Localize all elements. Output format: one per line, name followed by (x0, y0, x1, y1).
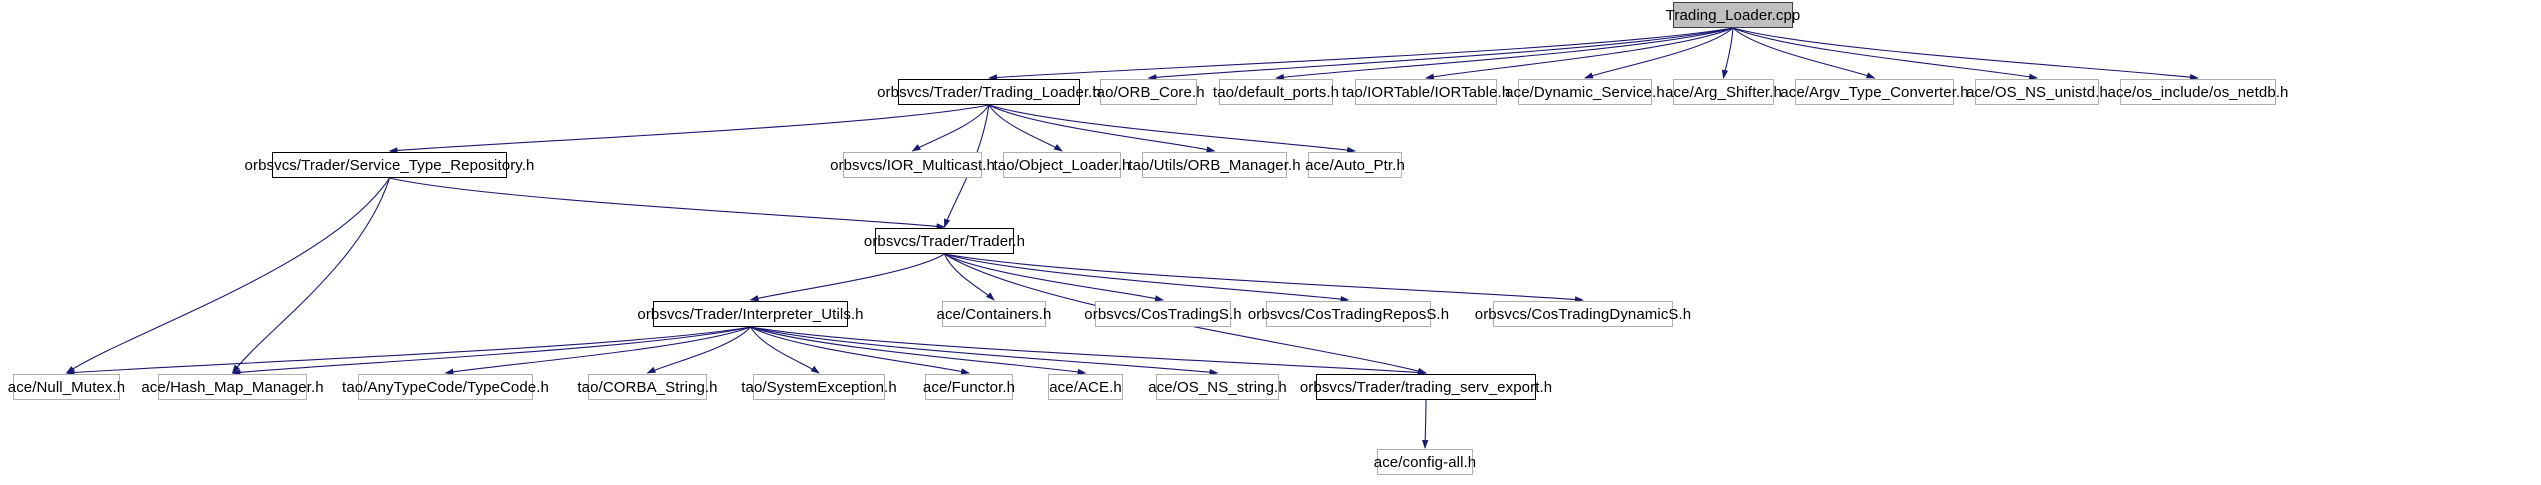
graph-node-n19[interactable]: orbsvcs/CosTradingReposS.h (1248, 301, 1449, 327)
graph-node-label: ace/Containers.h (936, 305, 1052, 323)
graph-node-label: tao/SystemException.h (741, 378, 897, 396)
graph-node-n24[interactable]: tao/CORBA_String.h (577, 374, 718, 400)
graph-node-n15[interactable]: orbsvcs/Trader/Trader.h (864, 228, 1025, 254)
graph-edge (1732, 27, 2038, 80)
graph-node-n20[interactable]: orbsvcs/CosTradingDynamicS.h (1475, 301, 1691, 327)
graph-node-n28[interactable]: ace/OS_NS_string.h (1148, 374, 1287, 400)
graph-edge (944, 253, 1350, 303)
graph-node-n6[interactable]: ace/Arg_Shifter.h (1665, 79, 1782, 105)
graph-node-label: orbsvcs/CosTradingS.h (1084, 305, 1242, 323)
graph-node-label: ace/config-all.h (1373, 453, 1477, 471)
graph-node-label: tao/default_ports.h (1212, 83, 1340, 101)
graph-node-n2[interactable]: tao/ORB_Core.h (1092, 79, 1205, 105)
graph-edge (1721, 27, 1734, 79)
graph-edge (1147, 27, 1734, 81)
graph-edge (231, 177, 391, 374)
graph-node-n8[interactable]: ace/OS_NS_unistd.h (1966, 79, 2108, 105)
graph-edge (988, 104, 1356, 154)
graph-edge (750, 326, 820, 374)
graph-node-n9[interactable]: ace/os_include/os_netdb.h (2108, 79, 2288, 105)
graph-edge (943, 253, 995, 301)
graph-node-n30[interactable]: ace/config-all.h (1374, 449, 1476, 475)
graph-node-n13[interactable]: tao/Utils/ORB_Manager.h (1128, 152, 1301, 178)
graph-node-label: tao/IORTable/IORTable.h (1341, 83, 1511, 101)
graph-node-n25[interactable]: tao/SystemException.h (741, 374, 897, 400)
graph-node-label: orbsvcs/Trader/trading_serv_export.h (1299, 378, 1553, 396)
graph-node-label: orbsvcs/Trader/Trader.h (863, 232, 1026, 250)
graph-node-label: tao/Utils/ORB_Manager.h (1128, 156, 1301, 174)
graph-edge (1421, 399, 1429, 449)
graph-node-n29[interactable]: orbsvcs/Trader/trading_serv_export.h (1300, 374, 1552, 400)
graph-node-label: orbsvcs/CosTradingReposS.h (1247, 305, 1450, 323)
graph-node-n4[interactable]: tao/IORTable/IORTable.h (1342, 79, 1510, 105)
graph-edge (389, 177, 946, 230)
graph-edge (388, 104, 990, 154)
graph-node-label: tao/CORBA_String.h (577, 378, 718, 396)
graph-node-n0[interactable]: Trading_Loader.cpp (1666, 2, 1800, 28)
graph-node-label: ace/Arg_Shifter.h (1665, 83, 1782, 101)
graph-edge (750, 326, 1427, 376)
graph-node-n11[interactable]: orbsvcs/IOR_Multicast.h (830, 152, 995, 178)
graph-edge (750, 326, 970, 375)
graph-edge (911, 104, 990, 152)
graph-node-label: tao/AnyTypeCode/TypeCode.h (342, 378, 549, 396)
graph-edge (1425, 27, 1734, 80)
graph-node-n27[interactable]: ace/ACE.h (1048, 374, 1123, 400)
graph-edge (1732, 27, 2199, 81)
graph-node-label: ace/Null_Mutex.h (7, 378, 126, 396)
graph-node-n14[interactable]: ace/Auto_Ptr.h (1305, 152, 1405, 178)
graph-node-n16[interactable]: orbsvcs/Trader/Interpreter_Utils.h (637, 301, 864, 327)
graph-node-label: ace/Auto_Ptr.h (1305, 156, 1405, 174)
graph-node-label: orbsvcs/IOR_Multicast.h (830, 156, 995, 174)
graph-node-label: ace/Functor.h (922, 378, 1016, 396)
graph-node-n5[interactable]: ace/Dynamic_Service.h (1505, 79, 1665, 105)
graph-edge (1275, 27, 1734, 81)
graph-edge (749, 253, 945, 302)
graph-node-label: orbsvcs/Trader/Service_Type_Repository.h (244, 156, 535, 174)
graph-node-n18[interactable]: orbsvcs/CosTradingS.h (1084, 301, 1242, 327)
graph-node-n17[interactable]: ace/Containers.h (937, 301, 1051, 327)
graph-node-label: ace/ACE.h (1049, 378, 1122, 396)
graph-node-n21[interactable]: ace/Null_Mutex.h (8, 374, 125, 400)
graph-node-label: orbsvcs/Trader/Interpreter_Utils.h (637, 305, 864, 323)
graph-node-label: ace/Argv_Type_Converter.h (1780, 83, 1969, 101)
graph-edge (65, 177, 390, 374)
graph-node-label: orbsvcs/Trader/Trading_Loader.h (877, 83, 1101, 101)
graph-edge (750, 326, 1087, 376)
graph-node-n3[interactable]: tao/default_ports.h (1213, 79, 1339, 105)
graph-node-n1[interactable]: orbsvcs/Trader/Trading_Loader.h (877, 79, 1101, 105)
graph-edge (988, 27, 1734, 81)
graph-edge (988, 104, 1216, 153)
graph-node-label: Trading_Loader.cpp (1665, 6, 1801, 24)
graph-edge (1584, 27, 1734, 79)
graph-edge (1732, 27, 1876, 79)
graph-node-n10[interactable]: orbsvcs/Trader/Service_Type_Repository.h (245, 152, 534, 178)
graph-node-label: ace/os_include/os_netdb.h (2107, 83, 2289, 101)
graph-node-n7[interactable]: ace/Argv_Type_Converter.h (1780, 79, 1969, 105)
graph-edge (231, 326, 751, 376)
graph-node-label: ace/OS_NS_string.h (1148, 378, 1287, 396)
graph-edge (944, 253, 1584, 303)
graph-node-n22[interactable]: ace/Hash_Map_Manager.h (141, 374, 324, 400)
graph-node-label: tao/Object_Loader.h (993, 156, 1131, 174)
graph-edge (944, 253, 1164, 302)
graph-node-label: ace/Hash_Map_Manager.h (141, 378, 324, 396)
graph-node-label: tao/ORB_Core.h (1092, 83, 1205, 101)
graph-edge (988, 104, 1063, 152)
graph-node-label: ace/OS_NS_unistd.h (1966, 83, 2108, 101)
graph-node-label: ace/Dynamic_Service.h (1505, 83, 1665, 101)
graph-edge (750, 326, 1219, 376)
graph-node-label: orbsvcs/CosTradingDynamicS.h (1474, 305, 1692, 323)
graph-edge (444, 326, 751, 375)
graph-edge (646, 326, 751, 374)
graph-node-n26[interactable]: ace/Functor.h (922, 374, 1016, 400)
graph-node-n12[interactable]: tao/Object_Loader.h (994, 152, 1130, 178)
graph-edge (65, 326, 751, 376)
graph-node-n23[interactable]: tao/AnyTypeCode/TypeCode.h (342, 374, 549, 400)
